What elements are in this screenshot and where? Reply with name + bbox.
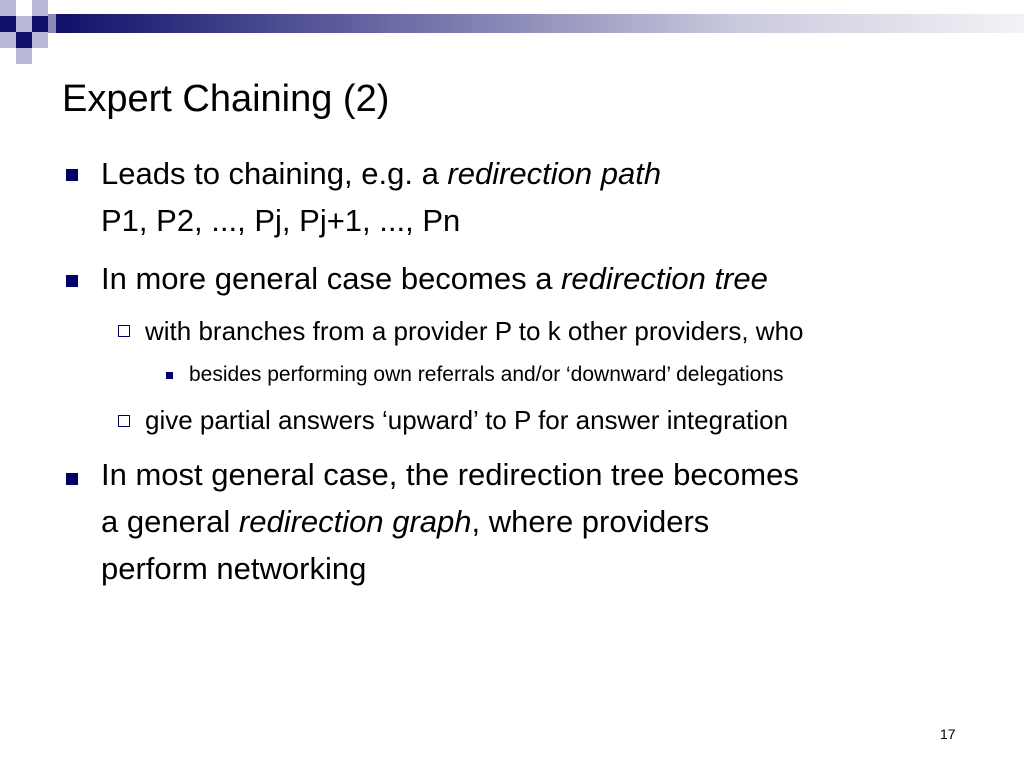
bullet-item-continuation: perform networking (101, 551, 367, 586)
bullet-item-continuation: a general redirection graph, where provi… (101, 499, 709, 545)
sub-bullet-item: with branches from a provider P to k oth… (145, 316, 804, 346)
bullet-item: In most general case, the redirection tr… (101, 457, 799, 492)
checker-square (16, 32, 32, 48)
checker-square (16, 16, 32, 32)
bullet-text: In more general case becomes a (101, 261, 562, 296)
checker-square (0, 0, 16, 16)
bullet-text: a general (101, 504, 239, 539)
bullet-item: In more general case becomes a redirecti… (101, 256, 768, 302)
hollow-square-icon (118, 325, 130, 337)
checker-square (48, 14, 56, 33)
sub-sub-bullet-item: besides performing own referrals and/or … (189, 363, 784, 386)
slide-number: 17 (940, 726, 956, 742)
header-decoration (0, 0, 1024, 64)
checker-square (16, 48, 32, 64)
checker-square (0, 32, 16, 48)
checker-square (48, 0, 64, 14)
bullet-emphasis: redirection path (447, 156, 662, 191)
checker-square (16, 0, 32, 16)
hollow-square-icon (118, 415, 130, 427)
header-band (56, 14, 1024, 33)
bullet-text: , where providers (471, 504, 710, 539)
checker-square (0, 16, 16, 32)
checker-square (32, 32, 48, 48)
checker-square (32, 16, 48, 32)
bullet-emphasis: redirection tree (561, 261, 768, 296)
slide-title: Expert Chaining (2) (62, 78, 390, 120)
sub-bullet-item: give partial answers ‘upward’ to P for a… (145, 405, 789, 435)
bullet-text: Leads to chaining, e.g. a (101, 156, 448, 191)
bullet-square-icon (66, 275, 78, 287)
bullet-item-continuation: P1, P2, ..., Pj, Pj+1, ..., Pn (101, 203, 461, 238)
bullet-square-icon (66, 473, 78, 485)
small-square-icon (166, 372, 173, 379)
bullet-square-icon (66, 169, 78, 181)
bullet-emphasis: redirection graph (238, 504, 472, 539)
bullet-item: Leads to chaining, e.g. a redirection pa… (101, 151, 661, 197)
checker-square (32, 0, 48, 16)
